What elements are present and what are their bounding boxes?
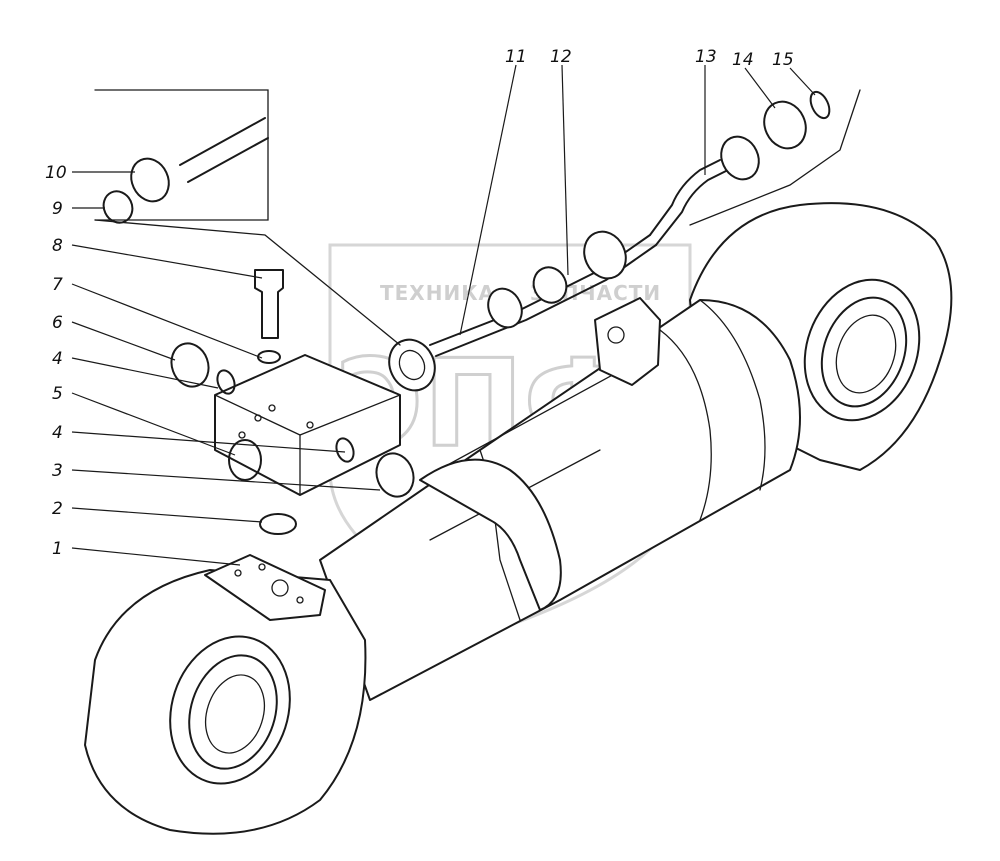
callout-14: 14 bbox=[732, 50, 754, 70]
port-flange bbox=[214, 354, 401, 496]
inset-pointer bbox=[94, 219, 401, 346]
callout-15: 15 bbox=[772, 50, 794, 70]
fittings bbox=[102, 90, 831, 535]
callout-8: 8 bbox=[52, 236, 63, 256]
callout-12: 12 bbox=[550, 47, 572, 67]
inset-frame bbox=[94, 89, 269, 221]
callout-numbers: 1 2 3 4 4 5 6 7 8 9 10 11 12 13 14 15 bbox=[45, 47, 794, 559]
callout-2: 2 bbox=[52, 499, 63, 519]
watermark-text-left: ТЕХНИКА bbox=[380, 281, 495, 305]
callout-4-lower: 4 bbox=[52, 423, 63, 443]
callout-11: 11 bbox=[505, 47, 527, 67]
callout-13: 13 bbox=[695, 47, 717, 67]
front-eye bbox=[84, 554, 367, 835]
callout-5: 5 bbox=[52, 384, 63, 404]
callout-1: 1 bbox=[52, 539, 63, 559]
callout-3: 3 bbox=[52, 461, 63, 481]
rear-port-block bbox=[594, 297, 661, 386]
bracket-13-15 bbox=[689, 89, 861, 226]
leader-lines bbox=[71, 64, 816, 566]
callout-6: 6 bbox=[52, 313, 63, 333]
callout-9: 9 bbox=[52, 199, 63, 219]
callout-4-upper: 4 bbox=[52, 349, 63, 369]
callout-7: 7 bbox=[52, 275, 63, 295]
cylinder-body bbox=[319, 299, 801, 701]
callout-10: 10 bbox=[45, 163, 67, 183]
